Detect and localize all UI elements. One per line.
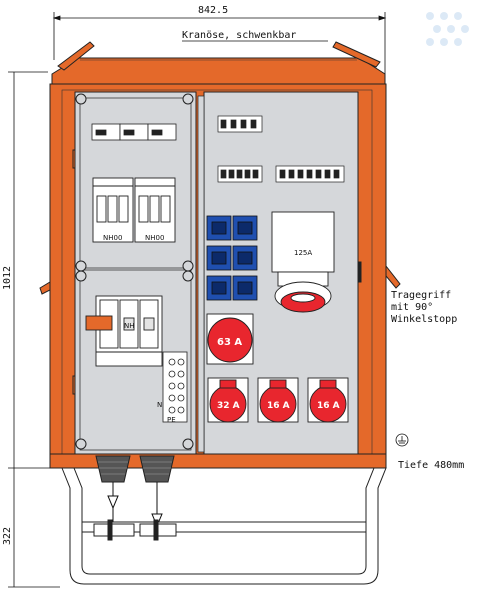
height-dimension <box>8 71 60 588</box>
width-dimension-label: 842.5 <box>198 5 228 16</box>
socket-16a-1 <box>257 377 299 423</box>
socket-63a-label: 63 A <box>217 337 242 348</box>
socket-16a-1-label: 16 A <box>267 401 290 411</box>
switch-label: NH <box>124 322 135 330</box>
socket-63a <box>206 313 254 365</box>
width-dimension <box>52 12 387 80</box>
handle-label-line-1: Tragegriff <box>391 290 451 301</box>
depth-label: Tiefe 480mm <box>398 460 464 471</box>
socket-125a-label: 125A <box>294 249 312 257</box>
terminal-block <box>162 351 188 423</box>
ground-icon <box>395 433 409 447</box>
main-switch <box>85 295 163 367</box>
height-dimension-label: 1012 <box>2 266 13 290</box>
socket-32a <box>207 377 249 423</box>
handle-label-line-2: mit 90° <box>391 302 433 313</box>
frame-dimension-label: 322 <box>2 527 13 545</box>
terminal-pe-label: PE <box>167 416 176 424</box>
schuko-sockets <box>206 215 258 301</box>
socket-16a-2 <box>307 377 349 423</box>
fuse-label-1: NH00 <box>103 234 122 242</box>
handle-label-line-3: Winkelstopp <box>391 314 457 325</box>
socket-16a-2-label: 16 A <box>317 401 340 411</box>
socket-125a <box>271 211 335 313</box>
socket-32a-label: 32 A <box>217 401 240 411</box>
crane-eye-label: Kranöse, schwenkbar <box>182 30 296 41</box>
terminal-n-label: N <box>157 401 162 409</box>
base <box>49 453 387 585</box>
watermark-logo <box>426 12 469 46</box>
fuse-label-2: NH00 <box>145 234 164 242</box>
